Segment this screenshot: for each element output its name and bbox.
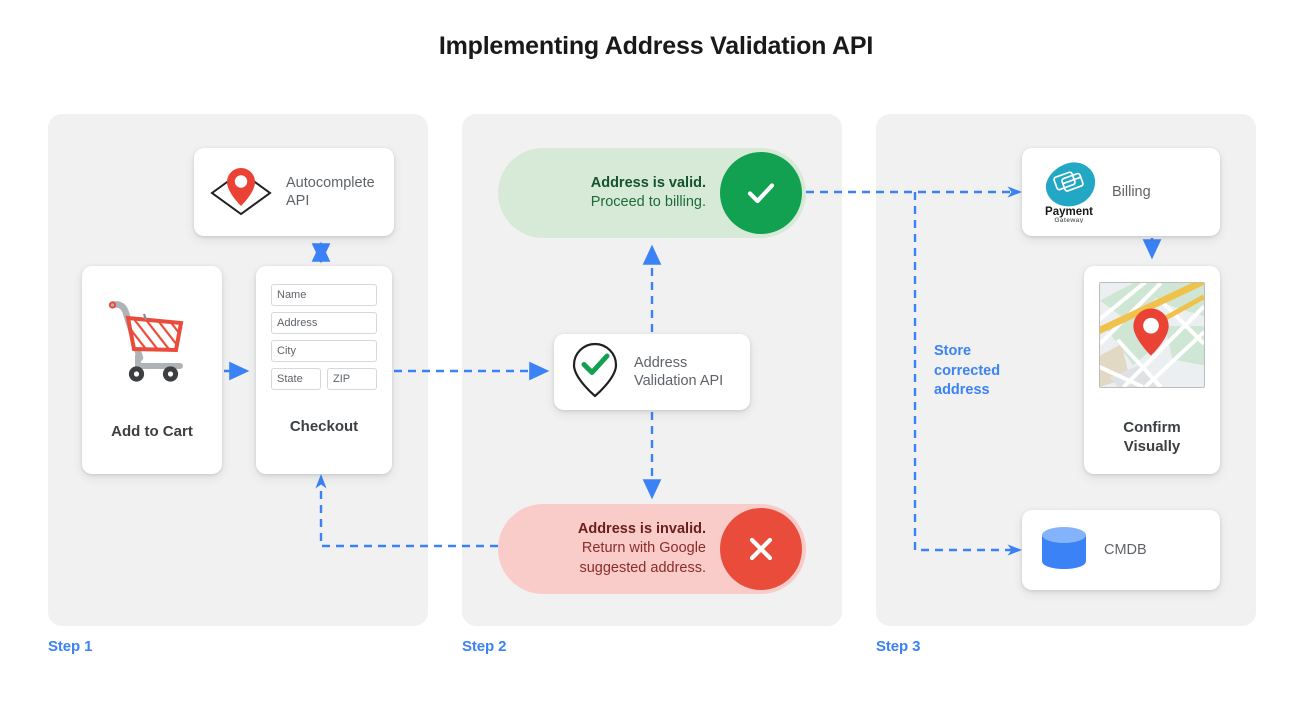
state-zip-row: State ZIP: [271, 368, 377, 396]
autocomplete-api-label: Autocomplete API: [286, 174, 375, 209]
confirm-visually-label: Confirm Visually: [1123, 419, 1181, 455]
svg-text:Payment: Payment: [1045, 206, 1093, 218]
page-title: Implementing Address Validation API: [438, 32, 874, 60]
address-invalid-text: Address is invalid. Return with Google s…: [577, 521, 706, 576]
billing-card[interactable]: Payment Gateway Billing: [1022, 148, 1220, 236]
step-1-label: Step 1: [48, 638, 93, 655]
svg-text:Gateway: Gateway: [1054, 217, 1083, 223]
name-field[interactable]: Name: [271, 284, 377, 306]
connector-valid-billing: [806, 186, 1022, 198]
zip-field[interactable]: ZIP: [327, 368, 377, 390]
add-to-cart-card[interactable]: Add to Cart: [82, 266, 222, 474]
database-cylinder-icon: [1038, 523, 1090, 578]
add-to-cart-label: Add to Cart: [111, 423, 193, 440]
address-validation-api-label: Address Validation API: [634, 354, 724, 389]
connector-invalid-checkout: [315, 474, 498, 548]
address-valid-pill: Address is valid. Proceed to billing.: [498, 148, 806, 238]
confirm-visually-card[interactable]: Confirm Visually: [1084, 266, 1220, 474]
map-thumbnail-icon: [1094, 277, 1206, 393]
step-3-label: Step 3: [876, 638, 921, 655]
checkout-label: Checkout: [289, 418, 359, 435]
store-corrected-address-label: Store corrected address: [934, 343, 1001, 399]
address-valid-text: Address is valid. Proceed to billing.: [590, 174, 706, 210]
map-pin-on-map-icon: [208, 160, 274, 225]
checkout-card[interactable]: Name Address City State ZIP Checkout: [256, 266, 392, 474]
shopping-cart-icon: [100, 292, 204, 393]
billing-label: Billing: [1112, 183, 1151, 200]
cmdb-label: CMDB: [1104, 541, 1147, 558]
city-field[interactable]: City: [271, 340, 377, 362]
address-invalid-pill: Address is invalid. Return with Google s…: [498, 504, 806, 594]
address-validation-api-card[interactable]: Address Validation API: [554, 334, 750, 410]
check-icon: [720, 152, 802, 234]
cmdb-card[interactable]: CMDB: [1022, 510, 1220, 590]
close-x-icon: [720, 508, 802, 590]
payment-gateway-logo: Payment Gateway: [1036, 157, 1102, 228]
step-2-label: Step 2: [462, 638, 507, 655]
map-pin-check-icon: [568, 339, 622, 406]
address-field[interactable]: Address: [271, 312, 377, 334]
autocomplete-api-card[interactable]: Autocomplete API: [194, 148, 394, 236]
connector-branch-cmdb: [913, 192, 1022, 556]
state-field[interactable]: State: [271, 368, 321, 390]
